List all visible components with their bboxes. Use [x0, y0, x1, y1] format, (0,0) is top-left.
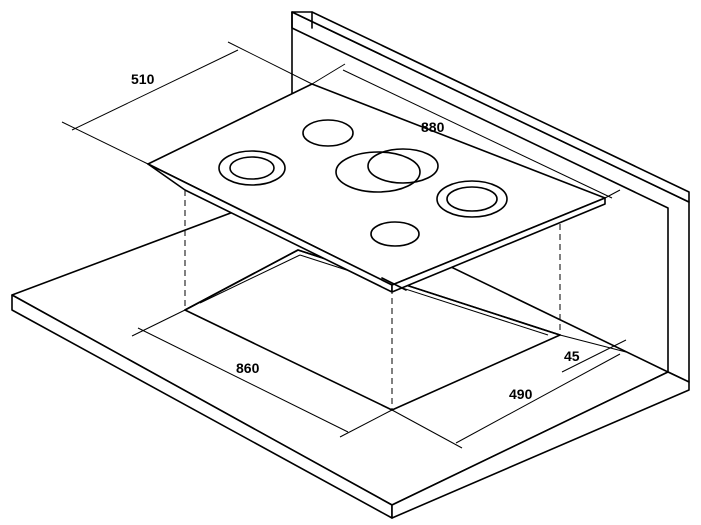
burner-front-left	[218, 150, 286, 186]
burner-right	[436, 180, 508, 218]
hob-top	[147, 83, 606, 293]
dimension-lines	[61, 41, 627, 449]
dimension-label-hob-depth: 510	[131, 71, 155, 87]
dimension-label-wall-clearance: 45	[564, 348, 580, 364]
burner-rear-left	[302, 119, 354, 147]
projection-lines	[184, 190, 561, 410]
burners	[218, 119, 508, 247]
dimension-label-cutout-depth: 490	[509, 386, 533, 402]
burner-front	[370, 221, 420, 247]
burner-center-dual	[335, 148, 439, 193]
dimension-label-cutout-width: 860	[236, 360, 260, 376]
dimension-label-hob-width: 880	[421, 119, 445, 135]
